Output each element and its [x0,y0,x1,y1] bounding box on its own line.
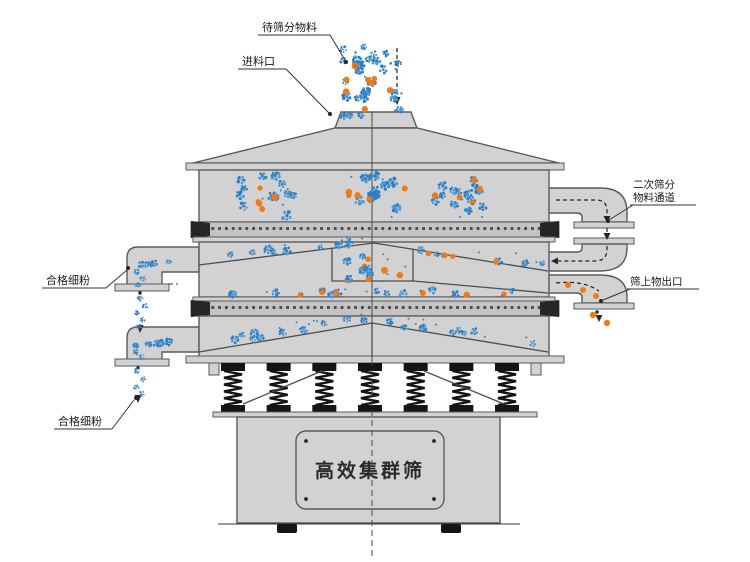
svg-text:筛上物出口: 筛上物出口 [630,275,683,288]
left-outlet-pipe-upper [126,246,200,286]
secondary-channel-elbow-upper [547,187,628,223]
oversize-outlet-pipe [547,274,628,304]
flow-indicators [134,48,611,403]
svg-text:合格细粉: 合格细粉 [46,273,90,287]
callouts: 待筛分物料 进料口 二次筛分 物料通道 筛上物出口 合格细粉 [42,20,699,430]
label-feed-inlet: 进料口 [238,54,332,116]
label-fine-powder-lower: 合格细粉 [54,396,138,430]
secondary-channel-elbow-lower [547,243,628,272]
machine-name: 高效集群筛 [315,459,425,482]
svg-text:进料口: 进料口 [242,54,275,68]
label-oversize-outlet: 筛上物出口 [599,275,699,303]
oversize-outlet-flange [573,302,635,310]
deck-3-flange [185,355,565,364]
screen-band-1 [190,221,560,238]
lid-flange [185,162,565,171]
foot-left [277,524,297,533]
secondary-channel-lower-flange [573,237,635,245]
nameplate [295,430,445,510]
machine-body: 高效集群筛 [114,111,635,556]
svg-text:合格细粉: 合格细粉 [58,414,102,428]
label-feed-material: 待筛分物料 [258,20,348,64]
lid-cone [192,127,560,164]
screen-band-2 [190,300,560,317]
svg-text:物料通道: 物料通道 [633,191,675,204]
material-particles [132,43,611,397]
foot-right [441,524,461,533]
deck-2-incline [198,242,549,272]
secondary-channel-upper-flange [573,221,635,229]
label-fine-powder-upper: 合格细粉 [42,266,130,289]
left-outlet-pipe-upper-flange [114,283,170,292]
svg-text:二次筛分: 二次筛分 [633,178,675,191]
label-secondary-channel: 二次筛分 物料通道 [606,178,696,223]
svg-text:待筛分物料: 待筛分物料 [262,20,317,34]
spring-assembly [221,363,519,413]
